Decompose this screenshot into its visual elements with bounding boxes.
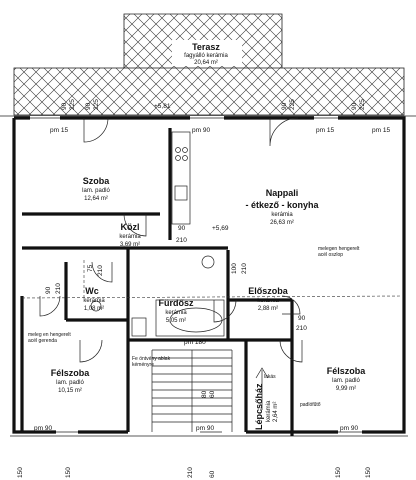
level-terrace: +5,81 [154, 103, 171, 110]
beam-line [21, 295, 401, 299]
furdo-area: 5,05 m² [166, 318, 186, 324]
felszoba2-name: Félszoba [327, 366, 367, 376]
felszoba1-name: Félszoba [51, 368, 91, 378]
svg-text:pm 90: pm 90 [34, 425, 52, 432]
svg-text:90: 90 [351, 102, 358, 110]
wc-area: 1,08 m² [84, 306, 104, 312]
svg-text:75: 75 [87, 264, 94, 272]
wc-finish: kerámia [83, 298, 105, 304]
lepcsohaz-finish: kerámia [266, 400, 272, 422]
interior-walls [20, 128, 294, 436]
svg-text:pm 90: pm 90 [196, 425, 214, 432]
kitchen-counter [171, 131, 191, 225]
svg-text:210: 210 [241, 263, 248, 274]
svg-text:60: 60 [209, 390, 216, 398]
svg-text:150: 150 [65, 467, 72, 478]
svg-text:60: 60 [209, 470, 216, 478]
nappali-finish: kerámia [271, 212, 293, 218]
wc-name: Wc [85, 286, 99, 296]
szoba-name: Szoba [83, 176, 110, 186]
bathroom-fixtures [90, 255, 225, 337]
lepcsohaz-name: Lépcsőház [254, 383, 264, 430]
svg-text:pm 15: pm 15 [50, 127, 68, 134]
doors [39, 117, 303, 363]
furdo-name: Fürdősz [159, 298, 194, 308]
furdo-finish: kerámia [165, 310, 187, 316]
svg-text:210: 210 [97, 265, 104, 276]
svg-text:acél oszlop: acél oszlop [318, 252, 343, 258]
svg-text:225: 225 [93, 99, 100, 110]
svg-text:210: 210 [176, 237, 187, 244]
svg-text:meleg en hengerelt: meleg en hengerelt [28, 332, 71, 338]
svg-text:210: 210 [296, 325, 307, 332]
stairs [151, 349, 269, 432]
nappali-name: Nappali [266, 188, 299, 198]
nappali-area: 26,63 m² [270, 220, 294, 226]
eloszoba-finish: kerámia [257, 298, 279, 304]
svg-text:80: 80 [201, 390, 208, 398]
eloszoba-area: 2,88 m² [258, 306, 278, 312]
felszoba1-area: 10,15 m² [58, 388, 82, 394]
kozl-name: Közl [121, 222, 140, 232]
terasz-area: 20,64 m² [194, 60, 218, 66]
kozl-finish: kerámia [119, 234, 141, 240]
svg-text:pm 15: pm 15 [372, 127, 390, 134]
svg-text:acél gerenda: acél gerenda [28, 338, 57, 344]
svg-text:lakás: lakás [264, 374, 276, 380]
szoba-area: 12,64 m² [84, 196, 108, 202]
eloszoba-name: Előszoba [248, 286, 289, 296]
svg-text:pm 90: pm 90 [340, 425, 358, 432]
svg-text:90: 90 [281, 102, 288, 110]
svg-text:225: 225 [289, 99, 296, 110]
svg-text:210: 210 [55, 283, 62, 294]
svg-text:Fe öntvény ablak: Fe öntvény ablak [132, 356, 171, 362]
svg-text:225: 225 [69, 99, 76, 110]
svg-text:padlófűtő: padlófűtő [300, 402, 321, 408]
terasz-finish: fagyálló kerámia [184, 53, 228, 59]
svg-text:90: 90 [85, 102, 92, 110]
dimension-labels: pm 15 pm 90 pm 15 pm 15 pm 90 pm 90 pm 9… [17, 99, 390, 478]
svg-text:210: 210 [187, 467, 194, 478]
top-windows [30, 116, 362, 434]
svg-text:225: 225 [359, 99, 366, 110]
svg-text:pm 90: pm 90 [192, 127, 210, 134]
svg-text:150: 150 [335, 467, 342, 478]
svg-text:90: 90 [178, 225, 186, 232]
lepcsohaz-area: 2,64 m² [273, 402, 279, 422]
felszoba1-finish: lam. padló [56, 380, 84, 386]
svg-text:kéményre: kéményre [132, 362, 154, 368]
terrace-area [13, 67, 405, 116]
room-labels: Terasz fagyálló kerámia 20,64 m² Szoba l… [51, 42, 367, 430]
svg-text:100: 100 [231, 263, 238, 274]
svg-text:150: 150 [17, 467, 24, 478]
notes: meleg en hengerelt acél gerenda melegen … [28, 246, 360, 408]
svg-text:90: 90 [45, 286, 52, 294]
svg-text:pm 15: pm 15 [316, 127, 334, 134]
nappali-name2: - étkező - konyha [245, 200, 319, 210]
felszoba2-area: 9,99 m² [336, 386, 356, 392]
kozl-area: 3,69 m² [120, 242, 140, 248]
felszoba2-finish: lam. padló [332, 378, 360, 384]
svg-text:pm 180: pm 180 [184, 339, 206, 346]
terasz-name: Terasz [192, 42, 220, 52]
level-floor: +5,69 [212, 225, 229, 232]
svg-text:90: 90 [61, 102, 68, 110]
svg-text:melegen hengerelt: melegen hengerelt [318, 246, 360, 252]
svg-text:90: 90 [298, 315, 306, 322]
szoba-finish: lam. padló [82, 188, 110, 194]
svg-text:150: 150 [365, 467, 372, 478]
